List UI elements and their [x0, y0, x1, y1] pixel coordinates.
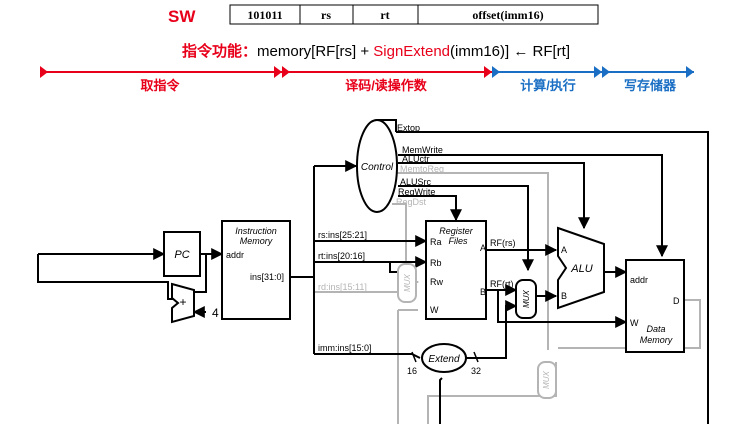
instr-name: SW [168, 7, 196, 26]
pc-register: PC [163, 231, 201, 277]
rf-rb: Rb [430, 258, 442, 268]
sig-regdst: RegDst [396, 197, 427, 207]
alusrc-mux-label: MUX [522, 289, 531, 307]
field-opcode: 101011 [247, 8, 282, 22]
pc-adder: + [171, 282, 195, 324]
rf-a: A [480, 243, 486, 253]
register-files: Register Files Ra Rb Rw W A B [425, 220, 487, 320]
im-addr: addr [226, 250, 244, 260]
function-line: 指令功能：memory[RF[rs] + SignExtend(imm16)] … [182, 42, 570, 60]
rf-title-1: Register [439, 226, 474, 236]
sig-regwrite: RegWrite [398, 187, 435, 197]
field-rs: rs [321, 8, 331, 22]
label-rf-rs: RF(rs) [490, 238, 516, 248]
field-offset: offset(imm16) [472, 8, 543, 22]
stage-execute: 计算/执行 [520, 78, 576, 93]
dm-addr: addr [630, 275, 648, 285]
adder-plus: + [179, 295, 186, 309]
sig-memwrite: MemWrite [402, 145, 443, 155]
adder-four: 4 [212, 306, 219, 320]
regdst-mux: MUX [397, 263, 417, 303]
dm-d: D [673, 296, 680, 306]
memtoreg-mux: MUX [537, 361, 557, 399]
regdst-mux-label: MUX [403, 273, 412, 291]
alu: ALU A B [557, 226, 605, 310]
stage-memwrite: 写存储器 [624, 78, 677, 93]
control-unit: Control [356, 119, 398, 213]
pc-label: PC [174, 249, 189, 261]
rf-b: B [480, 287, 486, 297]
function-part3: (imm16)] ← RF[rt] [450, 43, 570, 60]
extend-in-width: 16 [407, 366, 417, 376]
im-title-2: Memory [240, 236, 273, 246]
label-rf-rt: RF(rt) [490, 279, 514, 289]
extend-out-width: 32 [471, 366, 481, 376]
sig-aluctr: ALUctr [402, 154, 430, 164]
sig-memtoreg: MemtoReg [400, 164, 444, 174]
function-part1: memory[RF[rs] + [257, 43, 373, 60]
alu-label: ALU [570, 263, 592, 275]
instruction-memory: Instruction Memory addr ins[31:0] [221, 220, 291, 320]
function-part2: SignExtend [373, 43, 450, 60]
extend-label: Extend [428, 354, 460, 365]
rf-title-2: Files [448, 236, 468, 246]
im-out: ins[31:0] [250, 272, 284, 282]
data-memory: addr D W Data Memory [625, 259, 685, 353]
sig-alusrc: ALUSrc [400, 177, 432, 187]
alu-a: A [561, 245, 567, 255]
bus-rs: rs:ins[25:21] [318, 230, 367, 240]
control-label: Control [361, 162, 394, 173]
rf-w: W [430, 305, 439, 315]
rf-rw: Rw [430, 277, 443, 287]
alu-b: B [561, 291, 567, 301]
bus-rd: rd:ins[15:11] [318, 282, 367, 292]
stage-fetch: 取指令 [140, 78, 180, 93]
dm-w: W [630, 318, 639, 328]
sig-extop: Extop [397, 123, 420, 133]
stage-decode: 译码/读操作数 [345, 78, 428, 93]
dm-title-2: Memory [640, 335, 673, 345]
instr-format-table: 101011 rs rt offset(imm16) [229, 4, 599, 25]
alusrc-mux: MUX [515, 279, 537, 319]
sign-extend: Extend [411, 343, 479, 373]
memtoreg-mux-label: MUX [542, 370, 551, 388]
stage-bar: 取指令 译码/读操作数 计算/执行 写存储器 [40, 66, 694, 93]
bus-imm: imm:ins[15:0] [318, 343, 372, 353]
dm-title-1: Data [646, 324, 665, 334]
rf-ra: Ra [430, 237, 442, 247]
function-prefix: 指令功能： [182, 42, 257, 60]
bus-rt: rt:ins[20:16] [318, 251, 365, 261]
field-rt: rt [380, 8, 389, 22]
im-title-1: Instruction [235, 226, 277, 236]
